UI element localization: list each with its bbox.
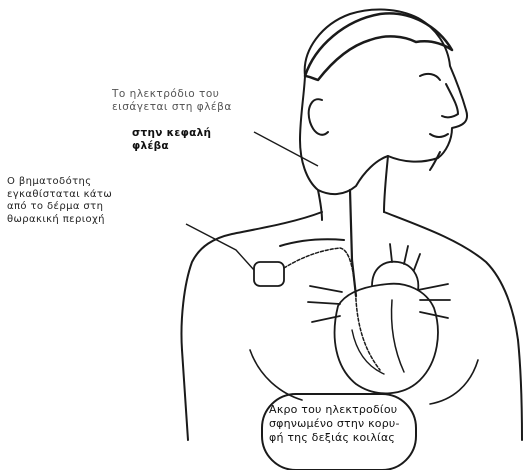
label-electrode-tip: Άκρο του ηλεκτροδίου σφηνωμένο στην κορυ…	[269, 403, 419, 444]
nose	[442, 84, 458, 117]
right-arm	[518, 340, 522, 440]
aorta-branch	[390, 244, 420, 270]
hair	[305, 13, 452, 80]
leader-line-top	[254, 132, 318, 166]
label-cephalic-vein: στην κεφαλή φλέβα	[132, 127, 252, 153]
mouth	[430, 134, 448, 137]
eye	[420, 74, 440, 80]
left-arm	[182, 350, 188, 440]
subclavian-vein	[280, 239, 344, 246]
neck-right	[384, 156, 388, 212]
jaw	[430, 152, 440, 170]
electrode-lead	[284, 248, 380, 370]
chest-right	[430, 360, 478, 404]
ear	[309, 99, 328, 135]
pulmonary-vessels-right	[418, 284, 450, 318]
label-electrode-insertion-faint: Το ηλεκτρόδιο του εισάγεται στη φλέβα	[112, 88, 252, 114]
neck-left	[318, 190, 322, 220]
pacemaker-device	[254, 262, 284, 286]
right-shoulder	[384, 212, 518, 340]
septum	[392, 300, 405, 372]
great-vein	[350, 190, 356, 296]
label-pacemaker-placement: Ο βηματοδότης εγκαθίσταται κάτω από το δ…	[7, 176, 177, 226]
chest-left	[250, 350, 302, 400]
pulmonary-vessels-left	[308, 286, 342, 322]
